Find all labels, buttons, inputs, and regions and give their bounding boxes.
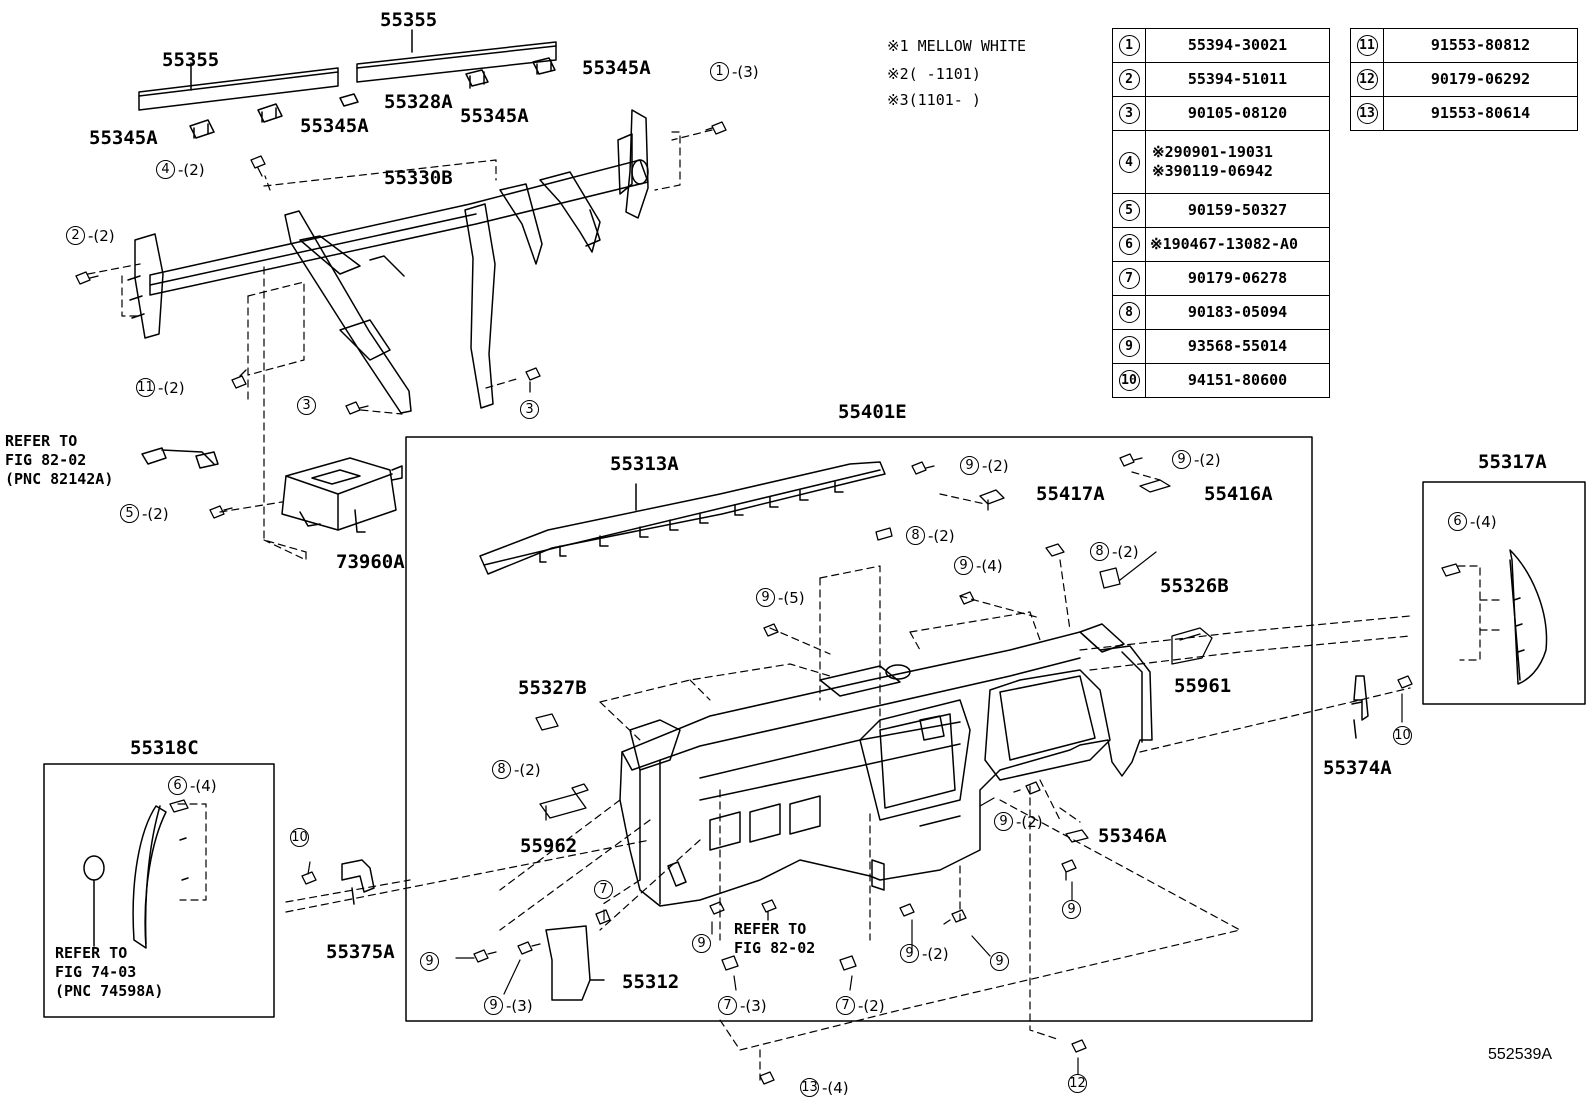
part-label-55355: 55355 [380,9,438,31]
callout-bubble: 10 [290,828,309,847]
callout-bubble: 1-(3) [710,62,759,81]
reinforcement-beam-55330b [127,109,649,414]
airbag-module-73960a [141,447,403,533]
part-label-73960a: 73960A [336,551,405,573]
callout-bubble: 9 [990,952,1012,971]
side-panel-left-55318c [83,805,189,949]
part-label-55374a: 55374A [1323,757,1392,779]
callout-bubble: 13-(4) [800,1078,849,1097]
refer-note-fig-74-03: REFER TO FIG 74-03 (PNC 74598A) [55,944,164,1000]
part-label-55330b: 55330B [384,167,453,189]
callout-bubble: 9-(2) [960,456,1009,475]
callout-bubble: 6-(4) [1448,512,1497,531]
dashboard-fasteners [169,453,1461,1085]
part-label-55345a: 55345A [89,127,158,149]
callout-bubble: 8-(2) [1090,542,1139,561]
callout-bubble: 4-(2) [156,160,205,179]
callout-bubble: 10 [1393,726,1412,745]
part-label-55313a: 55313A [610,453,679,475]
side-panel-right-55317a [1509,549,1548,685]
dashboard-body-55401e [619,623,1153,907]
note-1: ※1 MELLOW WHITE [887,37,1027,55]
callout-bubble: 9-(2) [900,944,949,963]
part-label-55328a: 55328A [384,91,453,113]
left-side-panel-frame [43,763,275,1018]
callout-bubble: 9 [420,952,442,971]
part-label-55346a: 55346A [1098,825,1167,847]
part-label-55345a: 55345A [582,57,651,79]
part-label-55416a: 55416A [1204,483,1273,505]
callout-bubble: 7-(3) [718,996,767,1015]
refer-note-fig-82-02: REFER TO FIG 82-02 [734,920,816,957]
right-side-panel-frame [1422,481,1586,705]
fasteners-top [75,121,727,519]
defroster-strip-left [138,67,339,111]
callout-bubble: 9 [692,934,714,953]
part-label-55317a: 55317A [1478,451,1547,473]
callout-bubble: 7-(2) [836,996,885,1015]
callout-bubble: 9-(2) [994,812,1043,831]
part-label-55417a: 55417A [1036,483,1105,505]
part-label-55318c: 55318C [130,737,199,759]
callout-bubble: 9 [1062,900,1084,919]
callout-bubble: 9-(3) [484,996,533,1015]
part-label-55312: 55312 [622,971,680,993]
part-label-55375a: 55375A [326,941,395,963]
callout-bubble: 8-(2) [492,760,541,779]
part-label-55345a: 55345A [300,115,369,137]
callout-bubble: 7 [594,880,616,899]
callout-bubble: 3 [520,400,542,419]
clip-55345a [189,57,556,139]
part-label-55327b: 55327B [518,677,587,699]
defroster-panel-55313a [479,461,886,575]
part-label-55401e: 55401E [838,401,907,423]
callout-bubble: 11-(2) [136,378,185,397]
parts-row: 4※290901-19031※390119-06942 [1112,130,1330,194]
callout-bubble: 8-(2) [906,526,955,545]
callout-bubble: 12 [1068,1074,1087,1093]
part-label-55961: 55961 [1174,675,1232,697]
callout-bubble: 9-(4) [954,556,1003,575]
refer-note-fig-82-02: REFER TO FIG 82-02 (PNC 82142A) [5,432,114,488]
diagram-code: 552539A [1488,1046,1553,1063]
callout-bubble: 6-(4) [168,776,217,795]
defroster-strip-right [356,41,557,83]
note-2: ※2( -1101) [887,65,981,83]
dashboard-assembly-frame [405,436,1313,1022]
parts-row: 6※190467-13082-A0 [1112,227,1330,262]
part-label-55326b: 55326B [1160,575,1229,597]
callout-bubble: 3 [297,396,319,415]
part-label-55345a: 55345A [460,105,529,127]
part-label-55355: 55355 [162,49,220,71]
brackets [341,675,1369,1001]
callout-bubble: 2-(2) [66,226,115,245]
note-3: ※3(1101- ) [887,91,981,109]
callout-bubble: 9-(2) [1172,450,1221,469]
part-label-55962: 55962 [520,835,578,857]
callout-bubble: 5-(2) [120,504,169,523]
callout-bubble: 9-(5) [756,588,805,607]
